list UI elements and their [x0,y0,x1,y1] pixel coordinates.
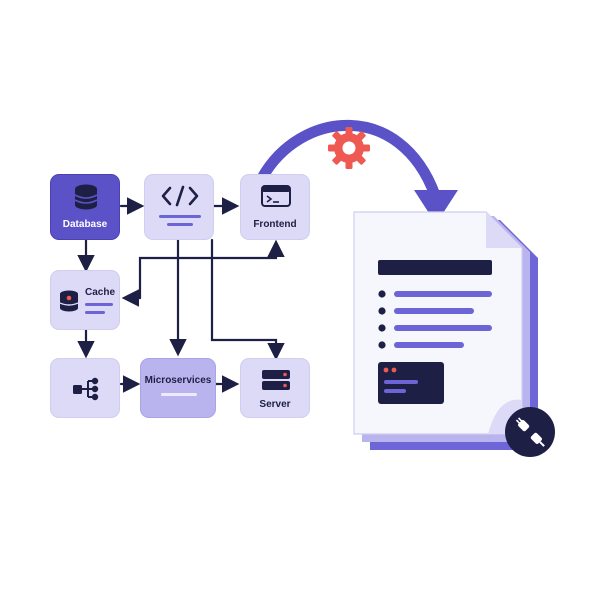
gear-icon [328,127,370,169]
frontend-label: Frontend [253,219,297,230]
document-stack [353,211,538,450]
cache-label: Cache [85,287,116,298]
server-node[interactable]: Server [240,358,314,423]
code-line-2 [167,223,193,226]
arrow-frontend-to-cache [138,239,285,300]
hub-node[interactable] [50,358,124,423]
document-title-bar [378,260,492,275]
document-bullet-list [378,290,492,349]
code-line-1 [159,215,201,218]
database-node[interactable]: Database [50,174,124,245]
plug-link-icon[interactable] [502,404,558,460]
microservices-node[interactable]: Microservices [140,358,220,423]
browser-window-icon [261,185,291,207]
microservices-label: Microservices [144,375,212,386]
terminal-window-icon [378,362,444,404]
code-node[interactable] [144,174,218,245]
database-label: Database [62,219,108,230]
cache-line-2 [85,311,105,314]
document-fold [486,212,522,248]
database-icon [74,184,98,210]
hierarchy-icon [73,377,99,401]
curved-flow-arrowhead [414,190,458,224]
server-label: Server [259,399,291,410]
microservices-line [161,393,197,396]
cache-node[interactable]: Cache [50,270,124,335]
code-brackets-icon [161,185,199,207]
server-rack-icon [262,370,290,390]
arrow-code-to-server [210,238,285,361]
cache-line-1 [85,303,113,306]
cache-stack-icon [59,290,79,312]
curved-flow-arrow [256,119,441,201]
frontend-node[interactable]: Frontend [240,174,314,245]
